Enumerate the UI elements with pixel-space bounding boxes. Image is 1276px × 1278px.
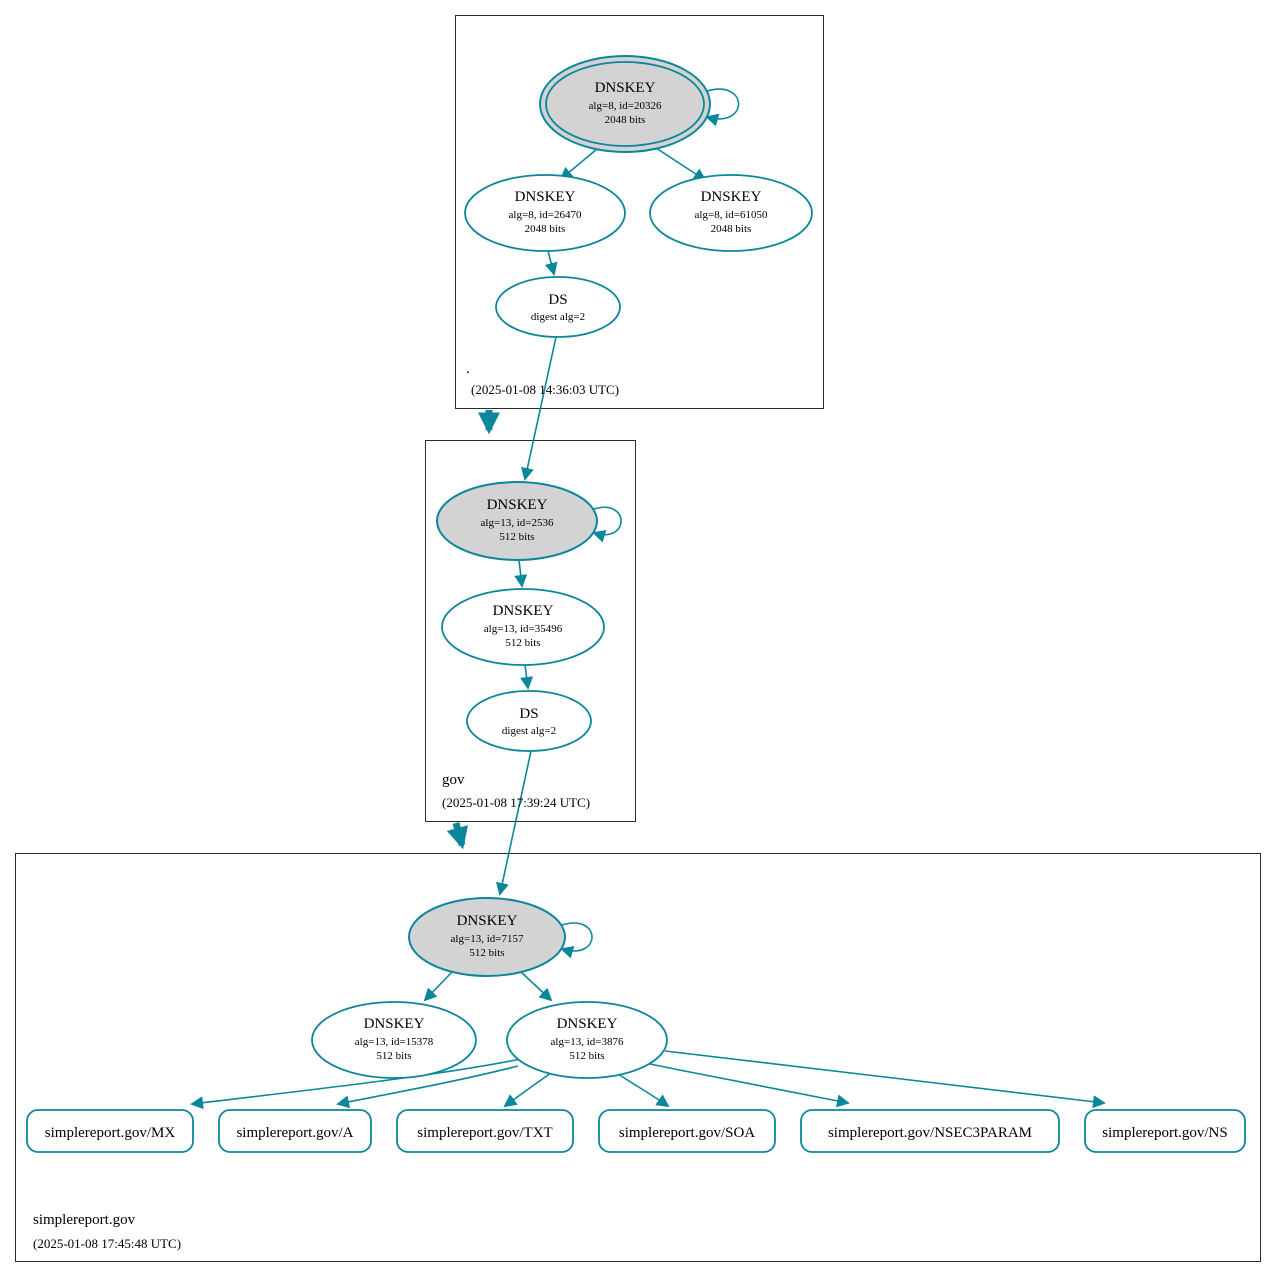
dnskey-ellipse[interactable] [464, 174, 626, 252]
node-sr-ksk[interactable]: DNSKEY alg=13, id=7157 512 bits [408, 897, 566, 977]
node-detail-label: alg=13, id=35496 [484, 623, 563, 635]
dnskey-ksk-ellipse[interactable] [436, 481, 598, 561]
node-type-label: DNSKEY [364, 1016, 425, 1032]
rrset-label: simplereport.gov/MX [45, 1125, 176, 1141]
edge-sr-zsk2-to-txt [503, 1072, 552, 1108]
delegation-arrow-gov-to-simplereport [446, 822, 468, 850]
node-bits-label: 2048 bits [525, 223, 566, 235]
rrset-mx[interactable]: simplereport.gov/MX [26, 1109, 194, 1153]
node-type-label: DNSKEY [701, 189, 762, 205]
edge-root-ksk-to-zsk2 [655, 147, 707, 182]
edge-sr-ksk-to-zsk2 [519, 970, 553, 1002]
dnskey-ellipse[interactable] [506, 1001, 668, 1079]
edge-sr-zsk2-to-a [336, 1065, 519, 1109]
zone-box-gov [425, 440, 636, 822]
zone-box-root [455, 15, 824, 409]
node-detail-label: alg=13, id=2536 [481, 517, 554, 529]
edge-gov-ds-to-sr-ksk [495, 750, 532, 896]
zone-timestamp-gov: (2025-01-08 17:39:24 UTC) [442, 795, 590, 810]
ds-ellipse[interactable] [495, 276, 621, 338]
edge-root-ksk-selfsign [705, 88, 740, 127]
node-detail-label: alg=13, id=3876 [551, 1036, 624, 1048]
rrset-box[interactable] [598, 1109, 776, 1153]
node-detail-label: alg=13, id=15378 [355, 1036, 434, 1048]
edge-gov-ksk-selfsign [592, 506, 622, 543]
node-bits-label: 2048 bits [711, 223, 752, 235]
edge-root-ksk-to-zsk1 [559, 148, 598, 181]
node-gov-ds[interactable]: DS digest alg=2 [466, 690, 592, 752]
dnskey-ellipse[interactable] [649, 174, 813, 252]
edge-sr-zsk2-to-soa [617, 1073, 670, 1108]
dnskey-ksk-inner-ring [545, 61, 705, 147]
rrset-nsec3param[interactable]: simplereport.gov/NSEC3PARAM [800, 1109, 1060, 1153]
dnskey-ellipse[interactable] [441, 588, 605, 666]
edge-root-zsk1-to-ds [544, 250, 558, 276]
rrset-label: simplereport.gov/NS [1102, 1125, 1227, 1141]
node-root-ksk[interactable]: DNSKEY alg=8, id=20326 2048 bits [539, 55, 711, 153]
edge-gov-zsk-to-ds [520, 664, 534, 690]
node-sr-zsk2[interactable]: DNSKEY alg=13, id=3876 512 bits [506, 1001, 668, 1079]
node-gov-ksk[interactable]: DNSKEY alg=13, id=2536 512 bits [436, 481, 598, 561]
zone-name-gov: gov [442, 772, 465, 788]
node-root-ds[interactable]: DS digest alg=2 [495, 276, 621, 338]
edge-gov-ksk-to-zsk [514, 559, 528, 588]
dnskey-ksk-ellipse[interactable] [408, 897, 566, 977]
rrset-label: simplereport.gov/A [236, 1125, 353, 1141]
node-type-label: DS [548, 292, 567, 308]
zone-name-simplereport: simplereport.gov [33, 1212, 136, 1228]
node-type-label: DS [519, 706, 538, 722]
node-type-label: DNSKEY [595, 80, 656, 96]
rrset-txt[interactable]: simplereport.gov/TXT [396, 1109, 574, 1153]
rrset-a[interactable]: simplereport.gov/A [218, 1109, 372, 1153]
node-detail-label: alg=8, id=61050 [695, 209, 768, 221]
node-bits-label: 512 bits [505, 637, 540, 649]
node-bits-label: 512 bits [569, 1050, 604, 1062]
node-type-label: DNSKEY [487, 497, 548, 513]
rrset-label: simplereport.gov/SOA [619, 1125, 755, 1141]
node-type-label: DNSKEY [557, 1016, 618, 1032]
edge-sr-zsk2-to-mx [190, 1058, 522, 1110]
edge-sr-zsk2-to-ns [664, 1050, 1106, 1109]
node-type-label: DNSKEY [493, 603, 554, 619]
node-root-zsk1[interactable]: DNSKEY alg=8, id=26470 2048 bits [464, 174, 626, 252]
rrset-box[interactable] [218, 1109, 372, 1153]
zone-timestamp-simplereport: (2025-01-08 17:45:48 UTC) [33, 1236, 181, 1251]
node-detail-label: alg=13, id=7157 [451, 933, 524, 945]
node-type-label: DNSKEY [457, 913, 518, 929]
zone-timestamp-root: (2025-01-08 14:36:03 UTC) [471, 382, 619, 397]
node-bits-label: 2048 bits [605, 114, 646, 126]
ds-ellipse[interactable] [466, 690, 592, 752]
node-type-label: DNSKEY [515, 189, 576, 205]
rrset-soa[interactable]: simplereport.gov/SOA [598, 1109, 776, 1153]
edge-sr-zsk2-to-nsec3param [649, 1063, 850, 1108]
dnskey-ksk-ellipse[interactable] [539, 55, 711, 153]
node-detail-label: alg=8, id=26470 [509, 209, 582, 221]
rrset-box[interactable] [26, 1109, 194, 1153]
node-sr-zsk1[interactable]: DNSKEY alg=13, id=15378 512 bits [311, 1001, 477, 1079]
node-detail-label: alg=8, id=20326 [589, 100, 662, 112]
edge-root-ds-to-gov-ksk [521, 336, 557, 481]
rrset-ns[interactable]: simplereport.gov/NS [1084, 1109, 1246, 1153]
edge-sr-ksk-selfsign [560, 922, 593, 959]
edge-sr-ksk-to-zsk1 [423, 970, 454, 1002]
rrset-label: simplereport.gov/NSEC3PARAM [828, 1125, 1032, 1141]
rrset-box[interactable] [800, 1109, 1060, 1153]
node-bits-label: 512 bits [376, 1050, 411, 1062]
dnskey-ellipse[interactable] [311, 1001, 477, 1079]
node-gov-zsk[interactable]: DNSKEY alg=13, id=35496 512 bits [441, 588, 605, 666]
node-root-zsk2[interactable]: DNSKEY alg=8, id=61050 2048 bits [649, 174, 813, 252]
zone-name-root: . [466, 361, 470, 377]
node-detail-label: digest alg=2 [502, 725, 556, 737]
node-bits-label: 512 bits [499, 531, 534, 543]
node-detail-label: digest alg=2 [531, 311, 585, 323]
rrset-label: simplereport.gov/TXT [417, 1125, 552, 1141]
zone-box-simplereport [15, 853, 1261, 1262]
rrset-box[interactable] [1084, 1109, 1246, 1153]
rrset-box[interactable] [396, 1109, 574, 1153]
node-bits-label: 512 bits [469, 947, 504, 959]
